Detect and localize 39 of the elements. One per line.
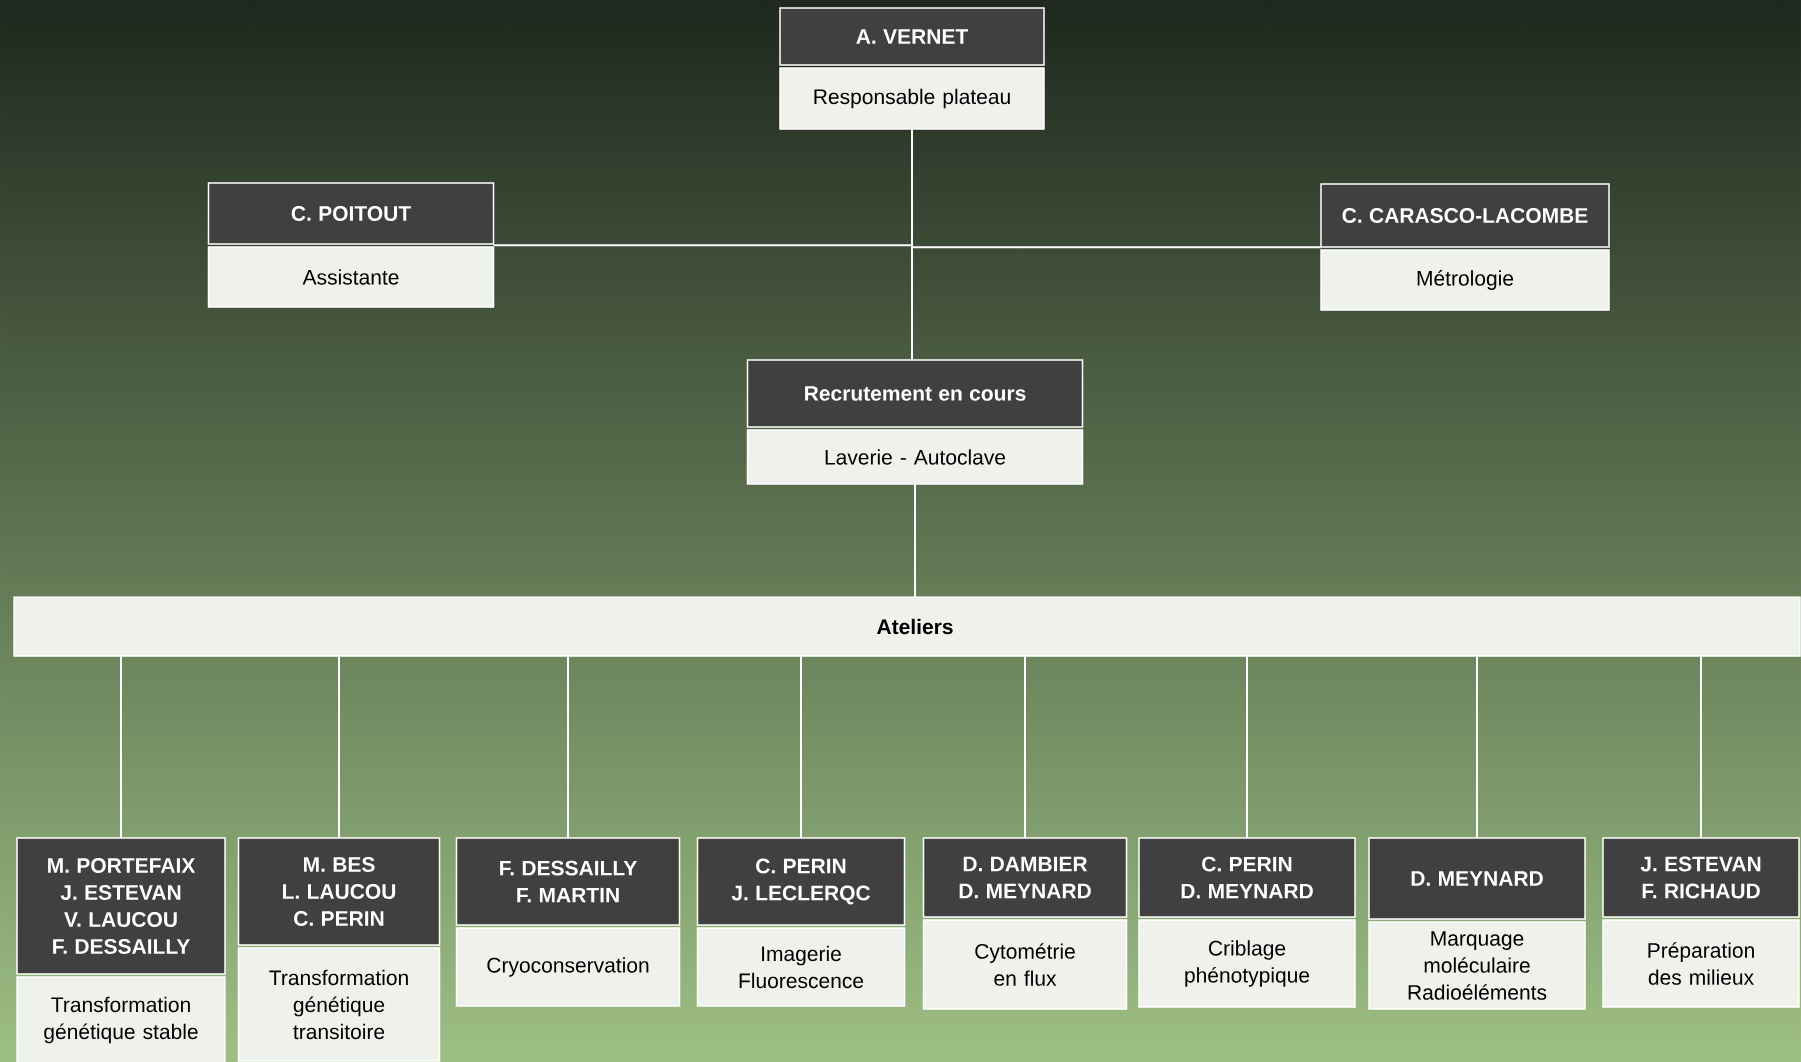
band-box: Ateliers <box>13 596 1801 657</box>
connector-line <box>1700 655 1702 839</box>
role-box: Laverie - Autoclave <box>746 429 1084 485</box>
role-box: Cytométrie en flux <box>922 919 1128 1010</box>
name-box: A. VERNET <box>779 7 1045 66</box>
connector-line <box>911 128 913 361</box>
connector-line <box>1476 655 1478 839</box>
role-box: Métrologie <box>1320 249 1610 311</box>
role-box: Imagerie Fluorescence <box>696 927 906 1007</box>
connector-line <box>914 483 916 598</box>
role-box: Assistante <box>207 246 495 308</box>
name-box: J. ESTEVAN F. RICHAUD <box>1602 837 1800 918</box>
name-box: C. PERIN J. LECLERQC <box>696 837 906 926</box>
node-label: F. DESSAILLY <box>53 939 190 954</box>
name-box: Recrutement en cours <box>746 359 1084 428</box>
role-box: Préparation des milieux <box>1602 919 1800 1008</box>
node-label: J. ESTEVAN <box>60 885 181 900</box>
name-box: M. PORTEFAIX J. ESTEVAN V. LAUCOU F. DESSAILLY <box>16 837 226 975</box>
role-box: Criblage phénotypique <box>1138 919 1356 1008</box>
name-box: M. BES L. LAUCOU C. PERIN <box>237 837 441 946</box>
name-box: F. DESSAILLY F. MARTIN <box>455 837 681 926</box>
role-box: Transformation génétique stable <box>16 976 226 1062</box>
name-box: D. DAMBIER D. MEYNARD <box>922 837 1128 918</box>
connector-line <box>567 655 569 839</box>
connector-line <box>1246 655 1248 839</box>
name-box: D. MEYNARD <box>1368 837 1586 920</box>
role-box: Cryoconservation <box>455 927 681 1007</box>
connector-line <box>120 655 122 839</box>
name-box: C. CARASCO-LACOMBE <box>1320 183 1610 248</box>
connector-line <box>338 655 340 839</box>
role-box: Transformation génétique transitoire <box>237 947 441 1062</box>
name-box: C. PERIN D. MEYNARD <box>1138 837 1356 918</box>
role-box: Marquage moléculaire Radioéléments <box>1368 921 1586 1010</box>
connector-line <box>1024 655 1026 839</box>
node-label: V. LAUCOU <box>64 912 177 927</box>
node-label: M. PORTEFAIX <box>48 858 196 873</box>
role-box: Responsable plateau <box>779 67 1045 130</box>
name-box: C. POITOUT <box>207 182 495 245</box>
connector-line <box>800 655 802 839</box>
